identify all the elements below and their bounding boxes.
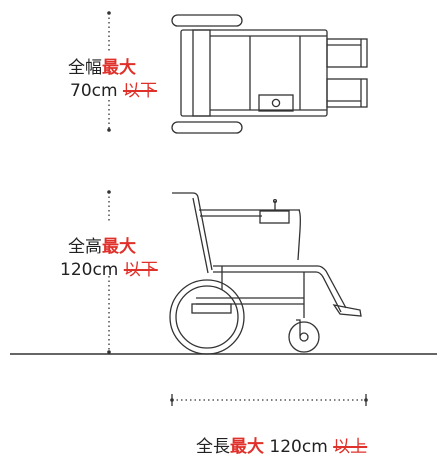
- length-emphasis: 最大: [230, 437, 264, 457]
- height-value: 120cm: [60, 260, 119, 280]
- wheelchair-top-view: [107, 11, 368, 134]
- height-label-line1: 全高最大: [68, 236, 136, 258]
- width-label-line1: 全幅最大: [68, 57, 136, 79]
- wheelchair-side-view: [107, 190, 362, 355]
- width-struck: 以下: [122, 81, 157, 101]
- width-dimension-line: [107, 11, 111, 132]
- height-label-line2: 120cm 以下: [60, 259, 158, 281]
- width-emphasis: 最大: [102, 58, 136, 78]
- width-label-line2: 70cm 以下: [70, 80, 157, 102]
- length-label: 全長最大 120cm 以上: [196, 436, 367, 458]
- height-emphasis: 最大: [102, 237, 136, 257]
- length-struck: 以上: [333, 437, 368, 457]
- length-dimension-line: [170, 394, 368, 406]
- height-prefix: 全高: [68, 237, 102, 257]
- length-prefix: 全長: [196, 437, 230, 457]
- width-value: 70cm: [70, 81, 118, 101]
- length-value: 120cm: [269, 437, 328, 457]
- height-struck: 以下: [123, 260, 158, 280]
- height-dimension-line: [107, 190, 111, 354]
- width-prefix: 全幅: [68, 58, 102, 78]
